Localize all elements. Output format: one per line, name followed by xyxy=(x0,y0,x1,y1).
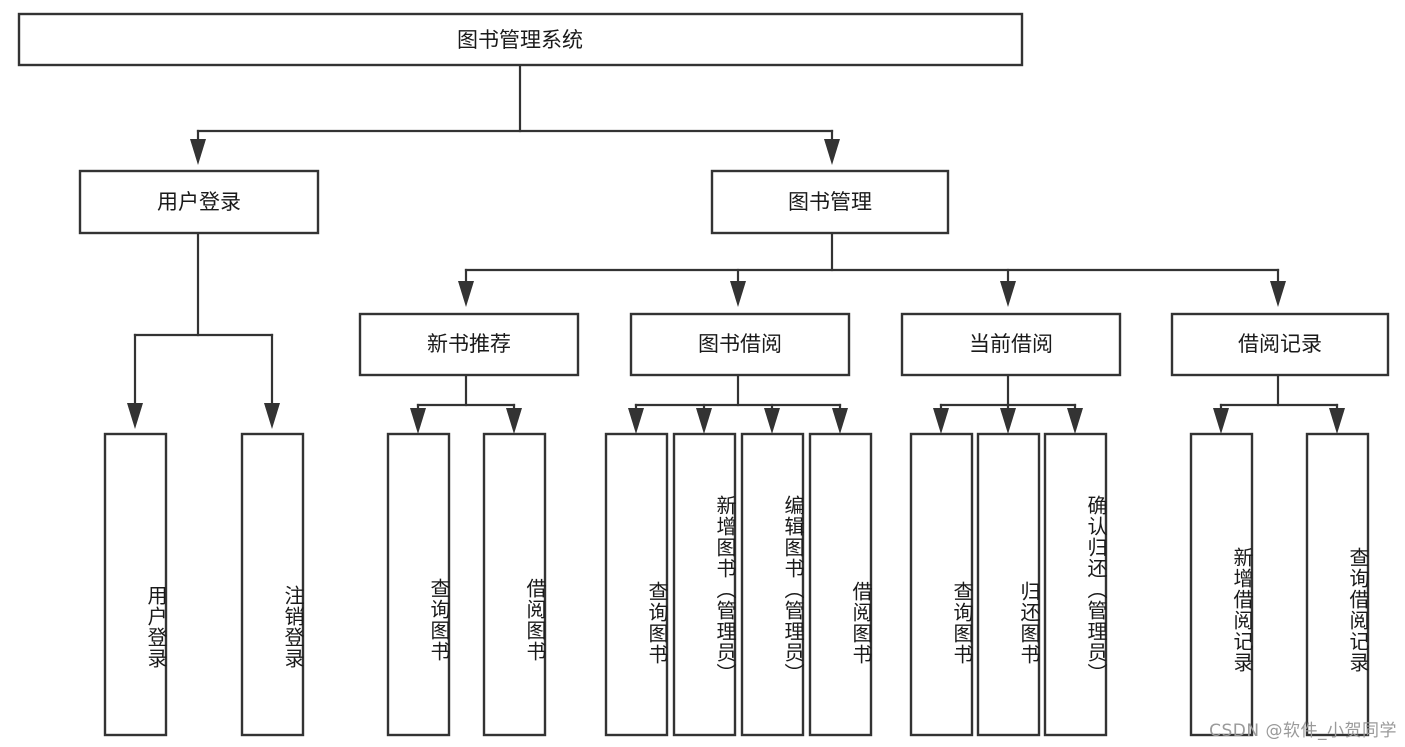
connector-current-borrow-to-leaves xyxy=(939,373,1077,412)
node-leaf-query-record-box[interactable] xyxy=(1305,432,1370,737)
node-borrow-record-box[interactable] xyxy=(1170,312,1390,377)
node-leaf-query-book-3-box[interactable] xyxy=(909,432,974,737)
node-leaf-logout-box[interactable] xyxy=(240,432,305,737)
node-book-manage-box[interactable] xyxy=(710,169,950,235)
node-root-label: 图书管理系统 xyxy=(457,28,583,52)
arrow-to-leaf-query-record xyxy=(1329,408,1345,434)
arrow-to-leaf-user-login xyxy=(127,403,143,429)
node-leaf-confirm-return-box[interactable] xyxy=(1043,432,1108,737)
arrow-to-leaf-query-book-3 xyxy=(933,408,949,434)
arrow-to-borrow-record xyxy=(1270,281,1286,307)
node-root[interactable]: 图书管理系统 xyxy=(17,12,1024,67)
arrow-to-book-borrow xyxy=(730,281,746,307)
node-leaf-add-book-box[interactable] xyxy=(672,432,737,737)
node-book-manage[interactable]: 图书管理 xyxy=(710,169,950,235)
arrow-to-new-book-recommend xyxy=(458,281,474,307)
arrow-to-leaf-logout xyxy=(264,403,280,429)
node-leaf-query-book-1-box[interactable] xyxy=(386,432,451,737)
node-book-borrow[interactable]: 图书借阅 xyxy=(629,312,851,377)
node-user-login[interactable]: 用户登录 xyxy=(78,169,320,235)
node-leaf-edit-book-box[interactable] xyxy=(740,432,805,737)
node-leaf-add-record-box[interactable] xyxy=(1189,432,1254,737)
node-root-box[interactable] xyxy=(17,12,1024,67)
arrow-to-leaf-query-book-2 xyxy=(628,408,644,434)
connector-new-book-recommend-to-leaves xyxy=(416,373,516,412)
node-book-manage-label: 图书管理 xyxy=(788,190,872,214)
node-leaf-user-login-box[interactable] xyxy=(103,432,168,737)
node-user-login-box[interactable] xyxy=(78,169,320,235)
arrow-to-current-borrow xyxy=(1000,281,1016,307)
node-book-borrow-box[interactable] xyxy=(629,312,851,377)
node-current-borrow-label: 当前借阅 xyxy=(969,332,1053,356)
node-new-book-recommend[interactable]: 新书推荐 xyxy=(358,312,580,377)
arrow-root-to-user-login xyxy=(190,139,206,165)
node-leaf-return-book-box[interactable] xyxy=(976,432,1041,737)
csdn-watermark: CSDN @软件_小贺同学 xyxy=(1209,721,1397,741)
node-current-borrow[interactable]: 当前借阅 xyxy=(900,312,1122,377)
node-leaf-query-book-2-box[interactable] xyxy=(604,432,669,737)
node-borrow-record[interactable]: 借阅记录 xyxy=(1170,312,1390,377)
node-user-login-label: 用户登录 xyxy=(157,190,241,214)
arrow-to-leaf-confirm-return xyxy=(1067,408,1083,434)
arrow-to-leaf-add-book xyxy=(696,408,712,434)
arrow-to-leaf-query-book-1 xyxy=(410,408,426,434)
arrow-to-leaf-edit-book xyxy=(764,408,780,434)
node-leaf-borrow-book-2-box[interactable] xyxy=(808,432,873,737)
node-book-borrow-label: 图书借阅 xyxy=(698,332,782,356)
arrow-to-leaf-borrow-book-2 xyxy=(832,408,848,434)
node-new-book-recommend-label: 新书推荐 xyxy=(427,332,511,356)
node-current-borrow-box[interactable] xyxy=(900,312,1122,377)
node-new-book-recommend-box[interactable] xyxy=(358,312,580,377)
arrow-root-to-book-manage xyxy=(824,139,840,165)
connector-user-login-to-leaves xyxy=(133,231,274,406)
arrow-to-leaf-return-book xyxy=(1000,408,1016,434)
node-leaf-borrow-book-1-box[interactable] xyxy=(482,432,547,737)
connector-book-manage-to-bus xyxy=(464,231,1280,284)
connector-book-borrow-to-leaves xyxy=(634,373,842,412)
connector-root-to-bus xyxy=(196,63,834,142)
node-borrow-record-label: 借阅记录 xyxy=(1238,332,1322,356)
connector-borrow-record-to-leaves xyxy=(1219,373,1339,412)
arrow-to-leaf-borrow-book-1 xyxy=(506,408,522,434)
arrow-to-leaf-add-record xyxy=(1213,408,1229,434)
